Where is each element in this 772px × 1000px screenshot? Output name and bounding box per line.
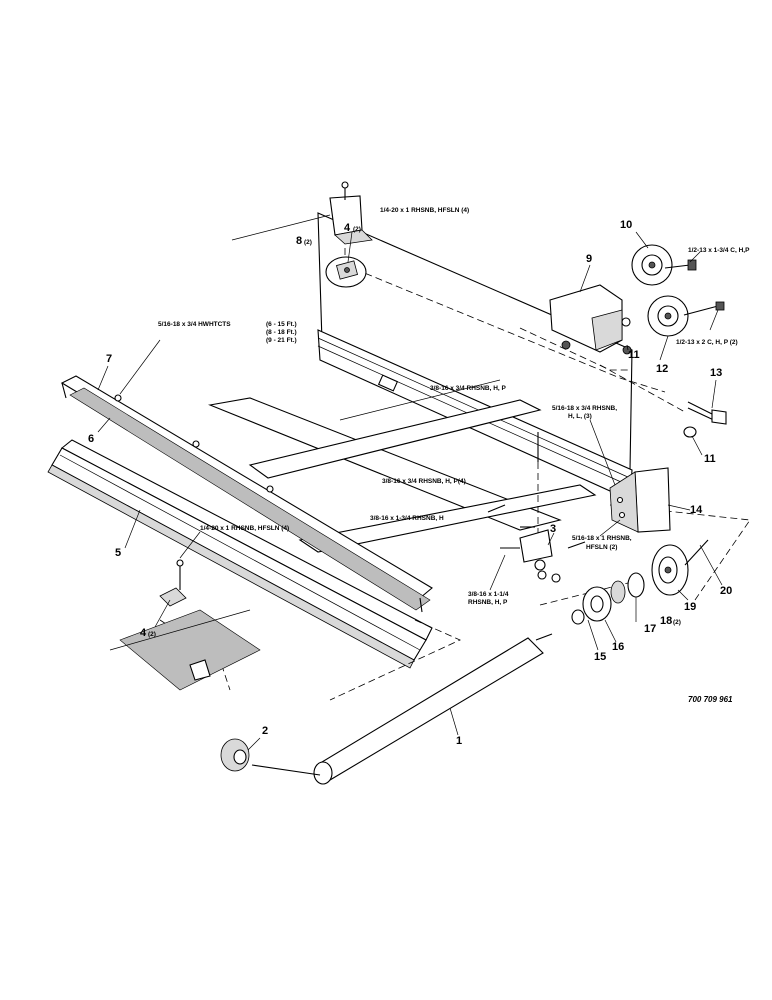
shaft-assembly — [220, 633, 553, 785]
callout-15: 15 — [594, 651, 606, 663]
drive-pulley-assembly — [571, 539, 709, 625]
label-lower-right-bolt-1: 5/16-18 x 1 RHSNB, — [572, 535, 632, 542]
callout-13: 13 — [710, 367, 722, 379]
callout-4-bottom: 4 — [140, 627, 147, 639]
label-left-screws-1: 5/16-18 x 3/4 HWHTCTS — [158, 321, 231, 328]
idler-assembly — [549, 244, 725, 355]
callout-11-lower: 11 — [704, 453, 716, 465]
leader-lines — [97, 214, 723, 751]
callout-18-qty: (2) — [673, 619, 681, 626]
figure-number: 700 709 961 — [688, 695, 733, 704]
lower-left-clip — [109, 559, 261, 691]
label-bottom-bolt-1: 3/8-16 x 1-1/4 — [468, 591, 509, 598]
callout-5: 5 — [115, 547, 121, 559]
label-bottom-bolt-2: RHSNB, H, P — [468, 599, 508, 606]
callout-4-top: 4 — [344, 222, 351, 234]
callout-8-qty: (2) — [304, 239, 312, 246]
callout-1: 1 — [456, 735, 462, 747]
top-bracket — [325, 181, 373, 288]
label-left-screws-3: (8 - 18 Ft.) — [266, 329, 297, 336]
callout-20: 20 — [720, 585, 732, 597]
label-right-bolt-1: 5/16-18 x 3/4 RHSNB, — [552, 405, 617, 412]
label-lower-left-bolt: 1/4-20 x 1 RHSNB, HFSLN (4) — [200, 525, 289, 532]
callout-10: 10 — [620, 219, 632, 231]
tension-bolt — [683, 401, 727, 438]
hardware-labels: 1/4-20 x 1 RHSNB, HFSLN (4) 1/2-13 x 1-3… — [158, 207, 750, 606]
label-idler-bolt-b: 1/2-13 x 2 C, H, P (2) — [676, 339, 738, 346]
label-lower-right-bolt-2: HFSLN (2) — [586, 544, 617, 551]
callout-18: 18 — [660, 615, 672, 627]
label-right-bolt-2: H, L, (3) — [568, 413, 592, 420]
label-idler-bolt-a: 1/2-13 x 1-3/4 C, H,P — [688, 247, 750, 254]
callout-11-upper: 11 — [628, 349, 640, 361]
frame-members — [208, 379, 597, 553]
label-center-bolt-4: 3/8-16 x 3/4 RHSNB, H, P(4) — [382, 478, 466, 485]
bearing-bracket — [609, 467, 671, 533]
callout-4-top-qty: (2) — [353, 226, 361, 233]
label-center-bolt: 3/8-16 x 3/4 RHSNB, H, P — [430, 385, 507, 392]
label-left-screws-2: (6 - 15 Ft.) — [266, 321, 297, 328]
callout-8: 8 — [296, 235, 302, 247]
callout-16: 16 — [612, 641, 624, 653]
callout-3: 3 — [550, 523, 556, 535]
label-left-screws-4: (9 - 21 Ft.) — [266, 337, 297, 344]
left-seal-bar — [60, 375, 433, 613]
callout-4-bottom-qty: (2) — [148, 631, 156, 638]
center-hardware — [487, 432, 586, 583]
callout-14: 14 — [690, 504, 703, 516]
left-channel — [47, 439, 433, 669]
callout-12: 12 — [656, 363, 668, 375]
callout-2: 2 — [262, 725, 268, 737]
callout-7: 7 — [106, 353, 112, 365]
callout-19: 19 — [684, 601, 696, 613]
callout-9: 9 — [586, 253, 592, 265]
callouts: 1 2 3 4 (2) 4 (2) 5 6 7 8 (2) 9 10 11 11… — [88, 219, 732, 747]
label-long-bolt: 3/8-16 x 1-3/4 RHSNB, H — [370, 515, 444, 522]
label-top-bracket-bolt: 1/4-20 x 1 RHSNB, HFSLN (4) — [380, 207, 469, 214]
callout-6: 6 — [88, 433, 94, 445]
callout-17: 17 — [644, 623, 656, 635]
